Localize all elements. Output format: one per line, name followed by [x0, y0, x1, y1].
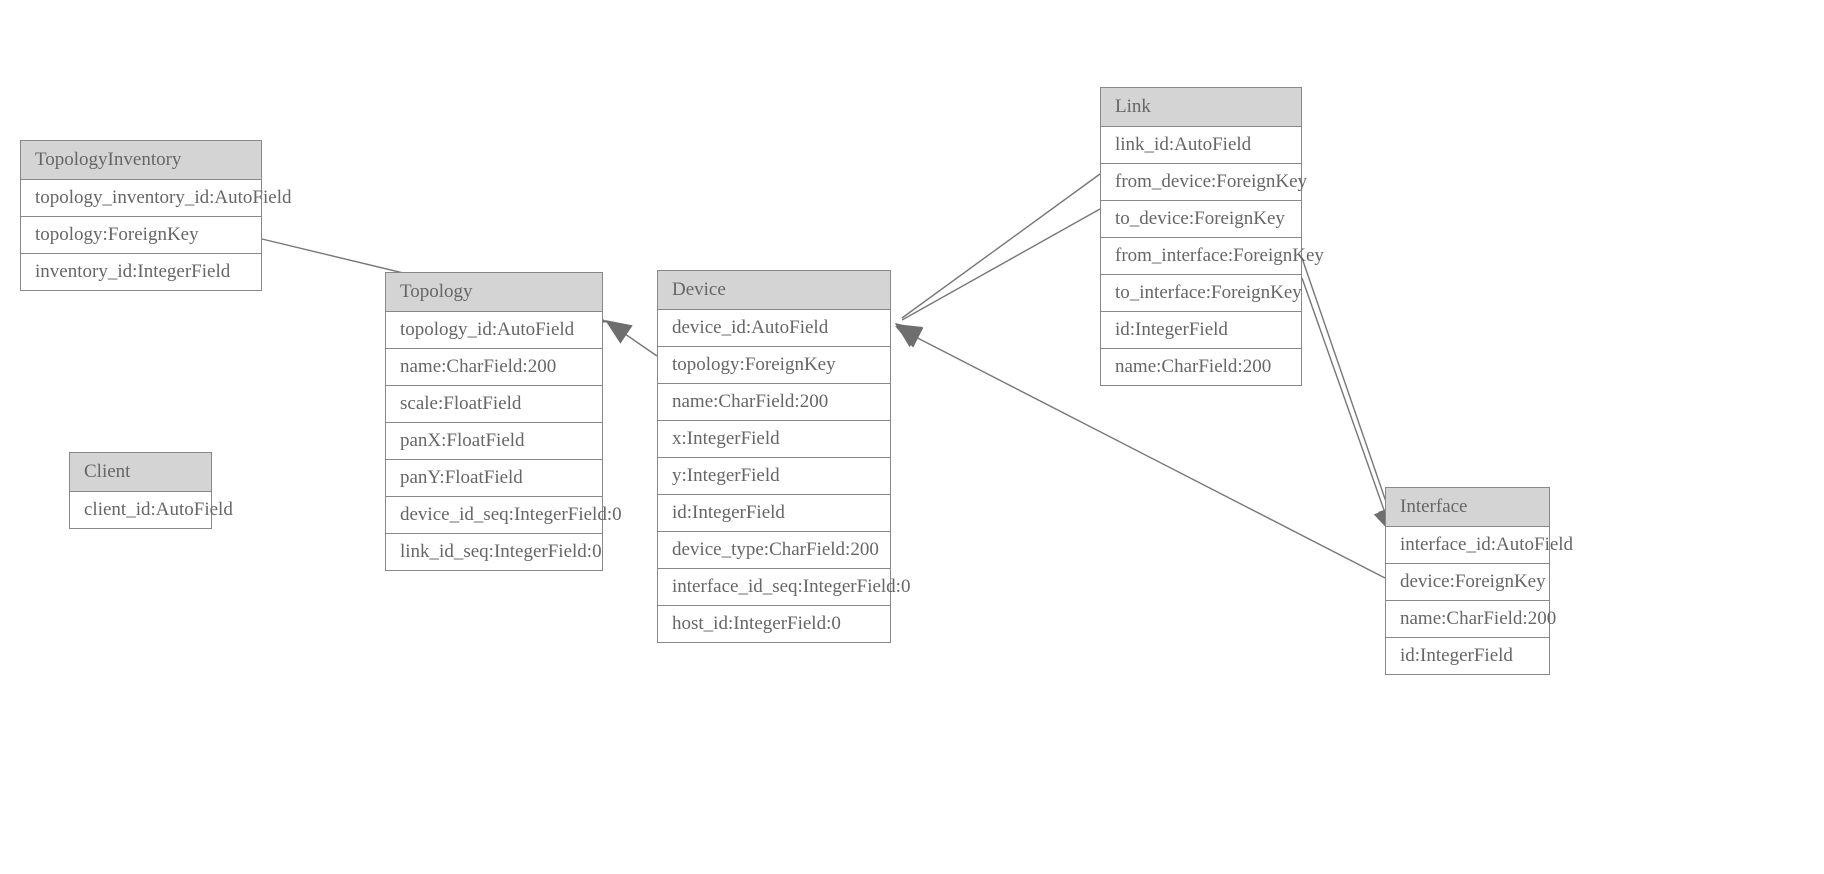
- entity-field-row[interactable]: to_interface:ForeignKey: [1101, 275, 1302, 312]
- entity-field-row[interactable]: device:ForeignKey: [1386, 564, 1549, 601]
- entity-field-row[interactable]: device_type:CharField:200: [658, 532, 890, 569]
- entity-field-row[interactable]: topology:ForeignKey: [21, 217, 261, 254]
- entity-field-row[interactable]: panY:FloatField: [386, 460, 602, 497]
- entity-field-row[interactable]: link_id:AutoField: [1101, 127, 1301, 164]
- entity-field-row[interactable]: name:CharField:200: [386, 349, 602, 386]
- relation-arrowhead: [895, 326, 924, 348]
- entity-field-row[interactable]: topology_id:AutoField: [386, 312, 602, 349]
- entity-field-row[interactable]: panX:FloatField: [386, 423, 602, 460]
- entity-field-row[interactable]: topology:ForeignKey: [658, 347, 890, 384]
- entity-field-row[interactable]: interface_id_seq:IntegerField:0: [658, 569, 910, 606]
- entity-title-client: Client: [70, 453, 211, 492]
- entity-title-device: Device: [658, 271, 890, 310]
- relation-line: [901, 173, 1101, 319]
- entity-title-topology: Topology: [386, 273, 602, 312]
- entity-field-row[interactable]: from_interface:ForeignKey: [1101, 238, 1324, 275]
- entity-field-row[interactable]: id:IntegerField: [1101, 312, 1301, 349]
- entity-field-row[interactable]: id:IntegerField: [658, 495, 890, 532]
- entity-field-row[interactable]: device_id_seq:IntegerField:0: [386, 497, 622, 534]
- relation-link-to-device: [895, 208, 1101, 347]
- entity-field-row[interactable]: topology_inventory_id:AutoField: [21, 180, 292, 217]
- entity-field-row[interactable]: name:CharField:200: [658, 384, 890, 421]
- entity-field-row[interactable]: name:CharField:200: [1101, 349, 1301, 385]
- entity-field-row[interactable]: client_id:AutoField: [70, 492, 233, 528]
- relation-line: [901, 208, 1101, 321]
- entity-field-row[interactable]: link_id_seq:IntegerField:0: [386, 534, 602, 570]
- entity-field-row[interactable]: interface_id:AutoField: [1386, 527, 1573, 564]
- relation-line: [1301, 257, 1395, 526]
- entity-field-row[interactable]: scale:FloatField: [386, 386, 602, 423]
- relation-arrowhead: [895, 323, 923, 348]
- entity-title-link: Link: [1101, 88, 1301, 127]
- relation-arrowhead: [895, 324, 924, 347]
- entity-field-row[interactable]: from_device:ForeignKey: [1101, 164, 1307, 201]
- entity-field-row[interactable]: to_device:ForeignKey: [1101, 201, 1301, 238]
- entity-title-interface: Interface: [1386, 488, 1549, 527]
- entity-field-row[interactable]: x:IntegerField: [658, 421, 890, 458]
- entity-title-topology_inventory: TopologyInventory: [21, 141, 261, 180]
- entity-field-row[interactable]: y:IntegerField: [658, 458, 890, 495]
- relation-link-from-device: [895, 173, 1101, 348]
- relation-line: [1301, 277, 1391, 528]
- entity-field-row[interactable]: name:CharField:200: [1386, 601, 1556, 638]
- relation-device-topology: [605, 320, 658, 357]
- entity-field-row[interactable]: device_id:AutoField: [658, 310, 890, 347]
- relation-line: [611, 324, 658, 357]
- entity-field-row[interactable]: host_id:IntegerField:0: [658, 606, 890, 642]
- entity-field-row[interactable]: inventory_id:IntegerField: [21, 254, 261, 290]
- relation-arrowhead: [605, 320, 633, 344]
- entity-field-row[interactable]: id:IntegerField: [1386, 638, 1549, 674]
